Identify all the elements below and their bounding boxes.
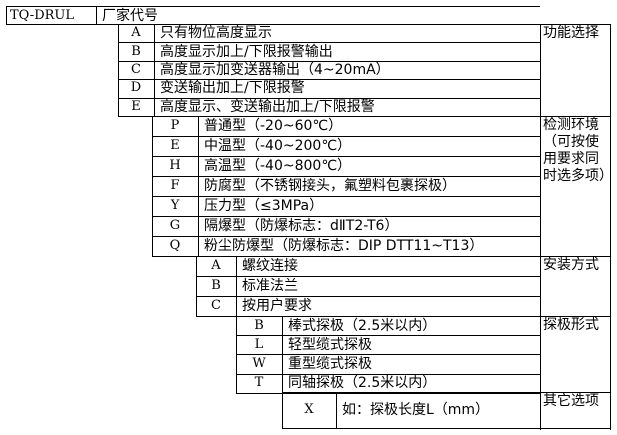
option-code: H xyxy=(169,158,181,173)
option-code: Y xyxy=(170,198,180,213)
option-code: A xyxy=(211,258,221,273)
table-rule xyxy=(118,24,540,25)
category-label: 其它选项 xyxy=(543,393,599,409)
table-rule xyxy=(236,392,237,393)
table-rule xyxy=(282,428,610,429)
option-description: 如：探极长度L（mm） xyxy=(342,402,490,418)
table-rule xyxy=(282,392,540,393)
category-label: 探极形式 xyxy=(543,317,599,333)
option-description: 高度显示、变送输出加上/下限报警 xyxy=(160,98,375,115)
option-code: W xyxy=(252,356,266,371)
option-code: E xyxy=(131,98,141,114)
table-rule xyxy=(196,276,540,277)
table-rule xyxy=(540,24,610,25)
table-rule xyxy=(152,116,540,117)
option-code: E xyxy=(170,138,180,153)
option-code: A xyxy=(131,25,141,41)
option-description: 变送输出加上/下限报警 xyxy=(160,80,305,97)
table-rule xyxy=(236,256,237,316)
table-rule xyxy=(6,6,7,24)
option-description: 隔爆型（防爆标志：dⅡT2-T6） xyxy=(204,218,399,234)
table-rule xyxy=(336,392,337,428)
option-description: 同轴探极（2.5米以内） xyxy=(288,375,437,392)
table-rule xyxy=(196,296,540,297)
category-label: 安装方式 xyxy=(543,257,599,273)
table-rule xyxy=(540,316,610,317)
option-code: B xyxy=(131,43,141,59)
table-rule xyxy=(152,236,540,237)
table-rule xyxy=(6,6,540,7)
option-code: B xyxy=(254,317,264,333)
table-rule xyxy=(540,392,610,393)
option-code: C xyxy=(211,298,221,313)
table-rule xyxy=(154,24,155,116)
option-description: 普通型（-20~60℃） xyxy=(204,118,343,134)
table-rule xyxy=(282,316,283,392)
table-rule xyxy=(236,316,540,317)
category-label: 检测环境（可按使用要求同时选多项） xyxy=(543,117,607,184)
option-code: F xyxy=(170,178,180,193)
table-rule xyxy=(152,176,540,177)
table-rule xyxy=(236,392,540,394)
option-description: 中温型（-40~200℃） xyxy=(204,138,352,154)
option-code: P xyxy=(170,118,180,133)
option-description: 轻型缆式探极 xyxy=(288,336,372,353)
option-description: 只有物位高度显示 xyxy=(160,25,272,42)
option-code: Q xyxy=(169,238,181,253)
option-description: 高度显示加变送器输出（4~20mA） xyxy=(160,62,390,78)
option-description: 标准法兰 xyxy=(242,278,298,294)
table-rule xyxy=(118,79,540,81)
option-description: 防腐型（不锈钢接头，氟塑料包裹探极） xyxy=(204,178,456,194)
table-rule xyxy=(282,392,283,428)
table-rule xyxy=(152,216,540,217)
table-rule xyxy=(236,335,540,337)
table-rule xyxy=(236,316,237,392)
table-rule xyxy=(118,97,540,99)
table-rule xyxy=(118,42,540,44)
table-rule xyxy=(96,6,97,24)
category-label: 功能选择 xyxy=(543,25,599,41)
option-description: 高温型（-40~800℃） xyxy=(204,158,352,174)
table-rule xyxy=(118,116,119,117)
table-rule xyxy=(118,60,540,62)
table-rule xyxy=(196,256,540,257)
option-code: D xyxy=(130,80,142,96)
table-rule xyxy=(540,24,541,430)
table-rule xyxy=(152,136,540,137)
table-rule xyxy=(236,354,540,356)
option-code: T xyxy=(254,375,264,391)
option-code: G xyxy=(169,218,181,233)
option-description: 高度显示加上/下限报警输出 xyxy=(160,43,333,60)
option-description: 按用户要求 xyxy=(242,298,312,314)
model-number: TQ-DRUL xyxy=(10,8,74,23)
option-code: X xyxy=(304,402,314,417)
table-rule xyxy=(152,256,153,257)
table-rule xyxy=(196,256,197,316)
option-code: C xyxy=(131,62,141,77)
option-code: B xyxy=(211,278,221,293)
option-description: 粉尘防爆型（防爆标志：DIP DTT11~T13） xyxy=(204,238,484,254)
table-rule xyxy=(152,116,153,256)
option-description: 压力型（≤3MPa） xyxy=(204,198,324,214)
table-rule xyxy=(118,24,119,116)
option-description: 螺纹连接 xyxy=(242,258,298,274)
option-description: 重型缆式探极 xyxy=(288,356,372,372)
table-rule xyxy=(236,373,540,375)
table-rule xyxy=(196,316,197,317)
table-rule xyxy=(198,116,199,256)
table-rule xyxy=(610,24,611,430)
option-description: 棒式探极（2.5米以内） xyxy=(288,317,437,334)
table-rule xyxy=(152,196,540,197)
table-rule xyxy=(540,116,610,117)
table-rule xyxy=(540,256,610,257)
manufacturer-code-label: 厂家代号 xyxy=(102,8,158,24)
option-code: L xyxy=(254,336,264,352)
table-rule xyxy=(152,156,540,157)
